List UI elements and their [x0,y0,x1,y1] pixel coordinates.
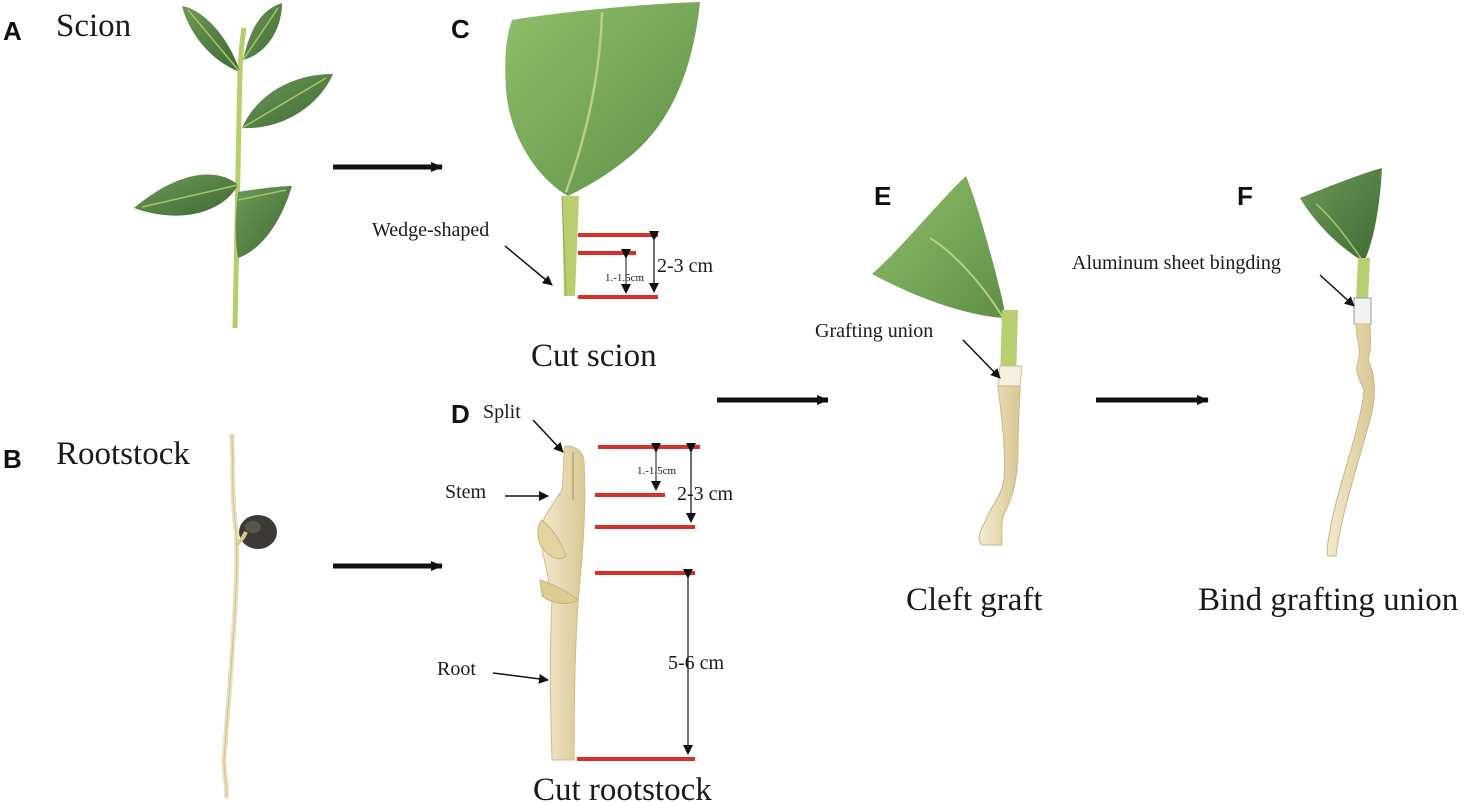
cleft-graft-illustration [872,176,1023,546]
caption-bind-grafting-union: Bind grafting union [1198,582,1458,618]
panel-letter-d: D [451,399,470,429]
annotation-split: Split [483,401,521,423]
panel-letter-f: F [1237,181,1253,211]
scion-branch-illustration [134,3,333,329]
arrow-aluminum-sheet [1319,274,1355,307]
panel-a: A Scion [3,3,333,329]
panel-f: F Aluminum sheet bingding Bind grafting … [1072,168,1458,618]
caption-cut-scion: Cut scion [531,338,657,374]
measure-d-short-label: 1.-1.5cm [637,465,677,477]
arrow-wedge-shaped [504,245,553,286]
cut-scion-illustration [505,2,700,297]
arrow-root [492,672,549,684]
measure-d-long-label: 5-6 cm [668,652,725,674]
annotation-grafting-union: Grafting union [815,320,933,342]
panel-b: B Rootstock [3,433,277,799]
panel-letter-a: A [3,16,22,46]
rootstock-seedling-illustration [221,433,277,799]
caption-cleft-graft: Cleft graft [906,582,1043,618]
annotation-wedge-shaped: Wedge-shaped [372,219,489,241]
annotation-stem: Stem [445,481,487,503]
cut-rootstock-illustration [537,445,586,761]
panel-c: C 2-3 cm 1.-1.5cm Wedge-shaped Cut scion [372,2,714,374]
panel-letter-b: B [3,444,22,474]
arrow-grafting-union [962,339,1001,379]
measure-c-long-label: 2-3 cm [657,255,714,277]
measure-c-short-label: 1.-1.5cm [605,272,645,284]
panel-d: D 1.-1.5cm 2-3 cm 5-6 cm Split Stem Root… [437,399,734,803]
panel-title-scion: Scion [56,8,131,44]
caption-cut-rootstock: Cut rootstock [533,772,712,803]
panel-e: E Grafting union Cleft graft [815,176,1043,618]
arrow-split [532,419,564,453]
panel-letter-c: C [451,14,470,44]
panel-title-rootstock: Rootstock [56,436,190,472]
annotation-aluminum-sheet: Aluminum sheet bingding [1072,252,1281,274]
measure-d-mid-label: 2-3 cm [677,483,734,505]
annotation-root: Root [437,658,476,680]
panel-letter-e: E [874,181,891,211]
bound-graft-illustration [1300,168,1382,557]
